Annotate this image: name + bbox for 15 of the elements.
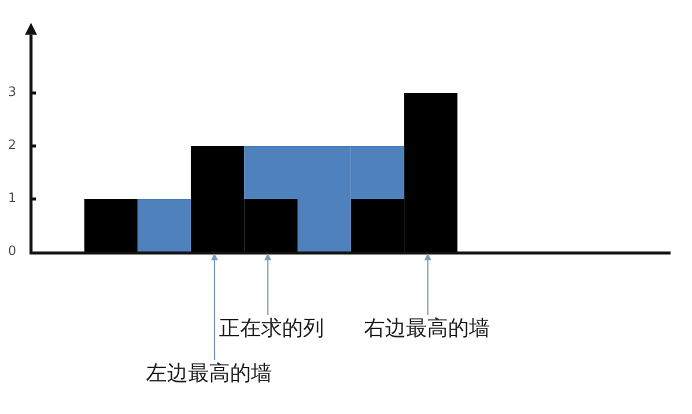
tick-label: 0 <box>8 244 16 259</box>
tick-label: 3 <box>8 85 16 100</box>
wall-bar <box>244 199 298 252</box>
wall-bar <box>404 93 458 252</box>
wall-bar <box>84 199 138 252</box>
tick-label: 2 <box>8 138 16 153</box>
annotation-label: 左边最高的墙 <box>146 361 272 385</box>
wall-bar <box>350 199 404 252</box>
leader-arrow <box>424 253 432 315</box>
wall-bar <box>190 146 244 252</box>
tick-label: 1 <box>8 191 16 206</box>
leader-arrow <box>264 253 272 315</box>
leader-arrow <box>211 253 218 360</box>
annotation-label: 正在求的列 <box>219 316 324 340</box>
annotation-label: 右边最高的墙 <box>364 316 490 340</box>
